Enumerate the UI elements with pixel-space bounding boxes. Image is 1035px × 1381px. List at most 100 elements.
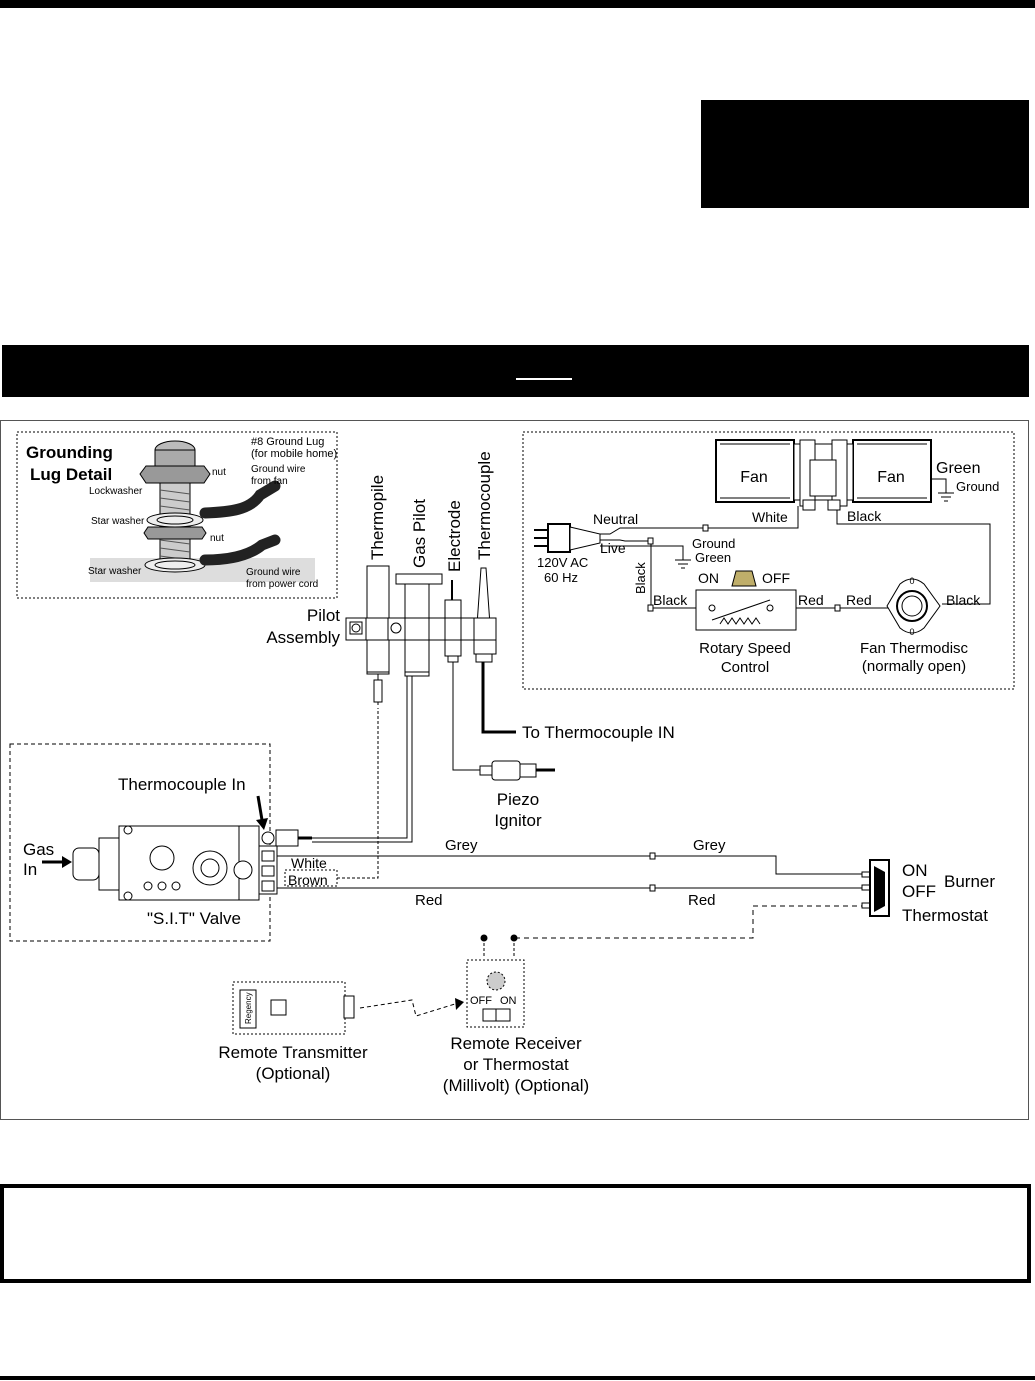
pilot-assembly-label-1: Pilot (307, 606, 340, 625)
ground-wire-fan-label-2: from fan (251, 476, 288, 487)
nut-label-top: nut (212, 467, 226, 478)
green-label: Green (936, 460, 980, 477)
fan-circuit: Fan Fan Green Ground 120V AC 60 (522, 431, 1015, 690)
transmitter-label-1: Remote Transmitter (218, 1043, 368, 1062)
electrode-label: Electrode (445, 500, 464, 572)
piezo-ignitor-icon (479, 760, 555, 781)
gas-pilot-label: Gas Pilot (410, 499, 429, 568)
grounding-title-2: Lug Detail (30, 465, 112, 484)
thermodisc-bottom-mark: 0 (909, 627, 914, 637)
receiver-label-1: Remote Receiver (450, 1034, 582, 1053)
section-banner (2, 345, 1029, 397)
rotary-speed-control-icon (695, 589, 797, 631)
fan-right-icon (852, 439, 932, 503)
valve-white-label: White (291, 855, 327, 871)
black-right-label: Black (946, 592, 981, 608)
ground-wire-cord-label-2: from power cord (246, 579, 318, 590)
top-rule (0, 0, 1035, 8)
gas-pilot-icon (395, 573, 443, 585)
receiver-off-label: OFF (470, 995, 492, 1007)
gas-in-label-1: Gas (23, 840, 54, 859)
gas-in-label-2: In (23, 860, 37, 879)
grey-label-1: Grey (445, 837, 478, 854)
red-label-1: Red (415, 892, 443, 909)
thermostat-label: Thermostat (902, 906, 988, 925)
remote-transmitter: Regency Remote Transmitter (Optional) (218, 981, 368, 1083)
thermodisc-label-2: (normally open) (862, 658, 966, 675)
receiver-label-2: or Thermostat (463, 1055, 569, 1074)
pilot-assembly-label-2: Assembly (266, 628, 340, 647)
lug-label-1: #8 Ground Lug (251, 436, 324, 448)
black-left-label: Black (653, 592, 688, 608)
ground-green-label-1: Ground (692, 536, 735, 551)
fan-thermodisc-icon (886, 578, 941, 634)
supply-label-2: 60 Hz (544, 570, 578, 585)
receiver-on-label: ON (500, 995, 517, 1007)
banner-underline (516, 378, 572, 380)
live-label: Live (600, 540, 626, 556)
thermopile-label: Thermopile (368, 475, 387, 560)
grey-label-2: Grey (693, 837, 726, 854)
neutral-label: Neutral (593, 511, 638, 527)
power-plug-icon (534, 523, 601, 553)
star-washer-label-1: Star washer (91, 516, 145, 527)
supply-label-1: 120V AC (537, 555, 588, 570)
fan-left-icon (715, 439, 795, 503)
rotary-on-label: ON (698, 570, 719, 586)
receiver-label-3: (Millivolt) (Optional) (443, 1076, 589, 1095)
thermocouple-in-label: Thermocouple In (118, 775, 246, 794)
piezo-label-1: Piezo (497, 790, 540, 809)
note-box (0, 1184, 1031, 1283)
ground-label-fan: Ground (956, 479, 999, 494)
black-top-label: Black (847, 508, 882, 524)
bottom-rule (0, 1376, 1035, 1380)
sit-valve-label: "S.I.T" Valve (147, 909, 241, 928)
ground-wire-cord (199, 534, 281, 566)
star-washer-label-2: Star washer (88, 566, 142, 577)
piezo-label-2: Ignitor (494, 811, 542, 830)
lockwasher-label: Lockwasher (89, 486, 143, 497)
black-vertical-label: Black (633, 562, 648, 594)
transmitter-label-2: (Optional) (256, 1064, 331, 1083)
ground-wire-fan-label-1: Ground wire (251, 464, 306, 475)
burner-label: Burner (944, 872, 995, 891)
black-header-box (701, 100, 1029, 208)
burner-wiring: Grey Grey Red Red (277, 837, 866, 958)
nut-label-bottom: nut (210, 533, 224, 544)
fan-motor-icon (793, 439, 854, 511)
switch-on-label: ON (902, 861, 928, 880)
burner-switch: ON OFF Burner Thermostat (861, 859, 995, 925)
pilot-assembly: Thermopile Gas Pilot Electrode Thermocou… (266, 451, 674, 830)
fan-right-label: Fan (877, 469, 905, 486)
red-label-2: Red (688, 892, 716, 909)
rotary-knob-icon (731, 570, 757, 587)
remote-receiver: OFF ON Remote Receiver or Thermostat (Mi… (443, 959, 589, 1095)
rotary-label-2: Control (721, 659, 769, 676)
rotary-off-label: OFF (762, 570, 790, 586)
rotary-red-label: Red (798, 592, 824, 608)
remote-brand-label: Regency (244, 992, 253, 1024)
thermocouple-label: Thermocouple (475, 451, 494, 560)
ground-lug-icon (139, 440, 211, 573)
signal-arrow (359, 999, 456, 1017)
thermodisc-label-1: Fan Thermodisc (860, 640, 969, 657)
fan-left-label: Fan (740, 469, 768, 486)
sit-valve-icon (72, 825, 312, 901)
sit-valve-section: Thermocouple In Gas In (9, 743, 338, 942)
grounding-lug-detail: Grounding Lug Detail #8 Ground Lug (for … (16, 431, 338, 599)
rotary-label-1: Rotary Speed (699, 640, 791, 657)
ground-wire-cord-label-1: Ground wire (246, 567, 301, 578)
grounding-title-1: Grounding (26, 443, 113, 462)
switch-off-label: OFF (902, 882, 936, 901)
to-thermocouple-label: To Thermocouple IN (522, 723, 675, 742)
white-label: White (752, 509, 788, 525)
valve-brown-label: Brown (288, 872, 328, 888)
wiring-diagram-frame (0, 420, 1029, 1120)
thermodisc-top-mark: 0 (909, 576, 914, 586)
ground-wire-fan (199, 480, 281, 519)
lug-label-2: (for mobile home) (251, 448, 337, 460)
ground-green-label-2: Green (695, 550, 731, 565)
thermodisc-red-label: Red (846, 592, 872, 608)
thermocouple-icon (476, 567, 491, 626)
